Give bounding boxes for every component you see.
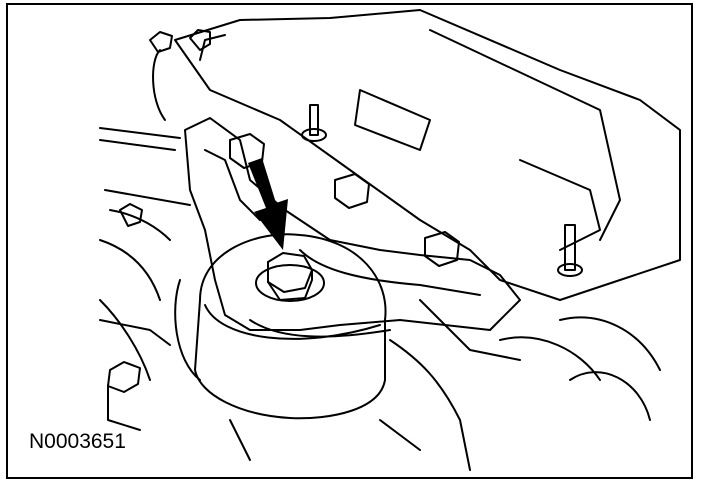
- belt-lines: [99, 127, 191, 381]
- engine-mount: [174, 233, 387, 420]
- down-arrow-icon: [248, 158, 288, 250]
- mount-bolt: [255, 252, 325, 302]
- studs: [149, 29, 583, 277]
- lower-components: [107, 299, 661, 471]
- mount-bracket: [184, 117, 521, 338]
- figure-id-label: N0003651: [27, 430, 128, 454]
- engine-cover: [152, 9, 681, 301]
